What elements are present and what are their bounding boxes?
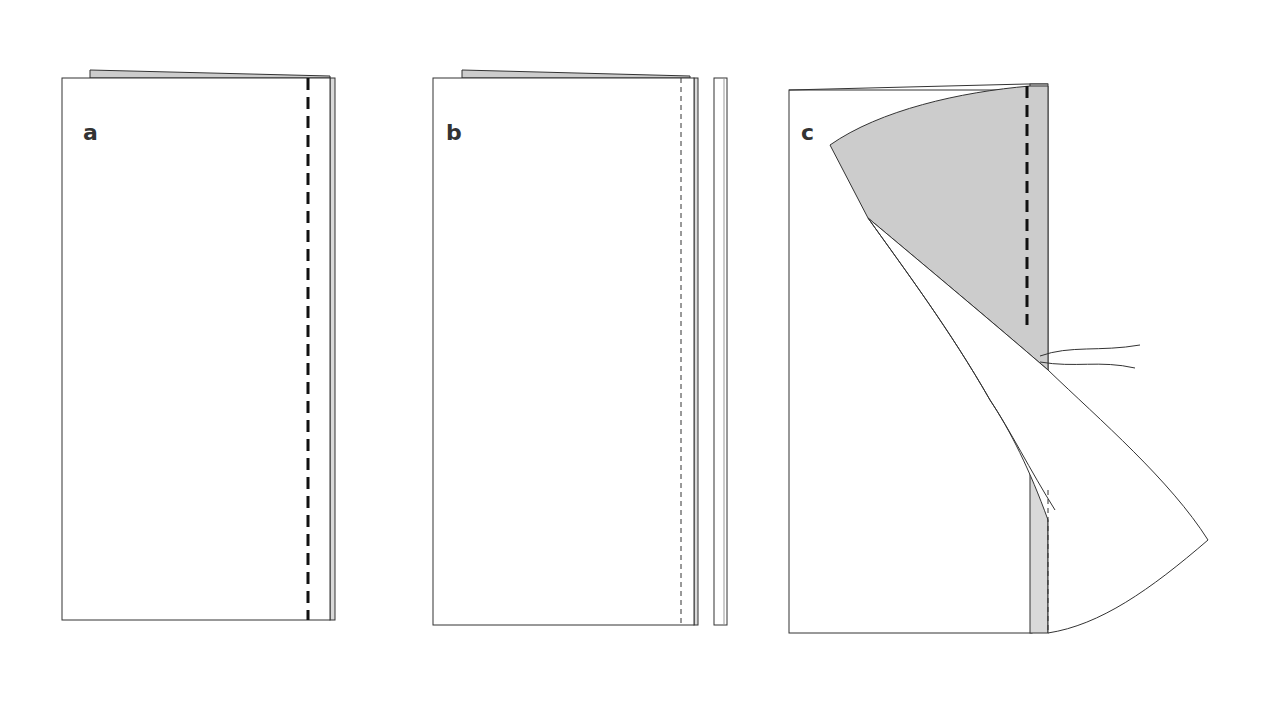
sheet-edge: [694, 78, 698, 625]
panel-label: c: [801, 122, 814, 144]
stitch-line: [1048, 490, 1049, 633]
front-sheet: [433, 78, 694, 625]
folded-flap: [830, 86, 1048, 370]
panel-label: a: [83, 122, 98, 144]
thread: [1040, 345, 1140, 356]
panel-label: b: [446, 122, 462, 144]
sheet-edge: [330, 78, 335, 620]
stitch-line: [307, 78, 310, 620]
stitch-line: [1026, 86, 1029, 325]
spine-strip: [714, 78, 727, 625]
front-sheet: [62, 78, 330, 620]
page-edge: [868, 218, 1055, 510]
thread: [1040, 362, 1135, 368]
curled-page: [868, 218, 1208, 633]
back-sheet: [462, 70, 690, 78]
stitch-line: [681, 78, 682, 625]
back-sheet: [90, 70, 330, 78]
spine-strip-edge: [724, 78, 725, 625]
